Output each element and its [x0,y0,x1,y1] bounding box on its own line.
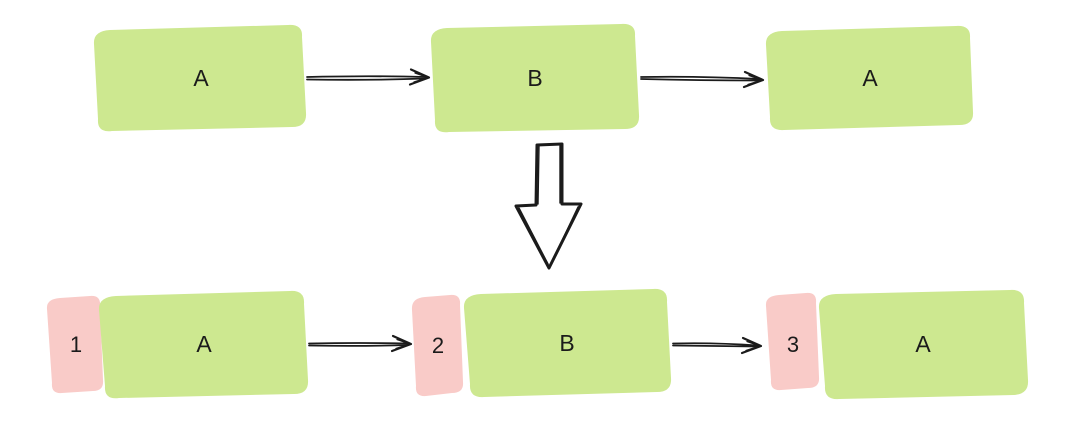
node-top-a-right: A [765,25,974,131]
node-label: A [862,65,878,91]
marker-shape [46,295,104,394]
arrow-right-icon [306,68,431,86]
marker-shape [765,292,820,391]
marker-label: 3 [787,332,799,357]
arrow-line [672,342,759,348]
node-shape [430,23,640,133]
node-bottom-a-left: A [98,290,309,399]
node-label: A [915,331,931,357]
arrow-line [640,75,761,82]
node-label: A [193,65,209,91]
arrow-head [740,336,763,355]
bottom-row: 1 A 2 B 3 A [46,288,1029,400]
node-top-a-left: A [93,24,307,132]
marker-label: 1 [70,332,82,357]
marker-shape [411,294,464,397]
marker-2: 2 [411,294,464,397]
arrow-head [408,68,431,86]
node-label: B [559,330,574,356]
arrow-head-inner [395,338,411,350]
arrow-head [390,334,413,353]
node-shape [93,24,307,132]
arrow-head-inner [413,72,429,83]
arrow-right-icon [672,336,763,355]
node-top-b: B [430,23,640,133]
big-arrow-outline [514,142,583,270]
arrow-head [742,70,765,89]
arrow-line [306,75,427,81]
marker-label: 2 [432,333,444,358]
node-bottom-b: B [463,288,672,398]
arrow-head-inner [747,74,763,86]
top-row: A B A [93,23,974,133]
node-bottom-a-right: A [818,289,1029,400]
arrow-right-icon [640,70,765,89]
arrow-right-icon [308,334,413,353]
big-arrow-sketch-lines [518,145,579,265]
arrow-head-inner [745,340,761,352]
marker-3: 3 [765,292,820,391]
arrow-line [308,342,409,347]
marker-1: 1 [46,295,104,394]
big-arrow-down-icon [514,142,583,270]
node-shape [463,288,672,398]
node-shape [98,290,309,399]
node-shape [818,289,1029,400]
node-shape [765,25,974,131]
node-label: A [196,331,212,357]
node-label: B [527,65,542,91]
